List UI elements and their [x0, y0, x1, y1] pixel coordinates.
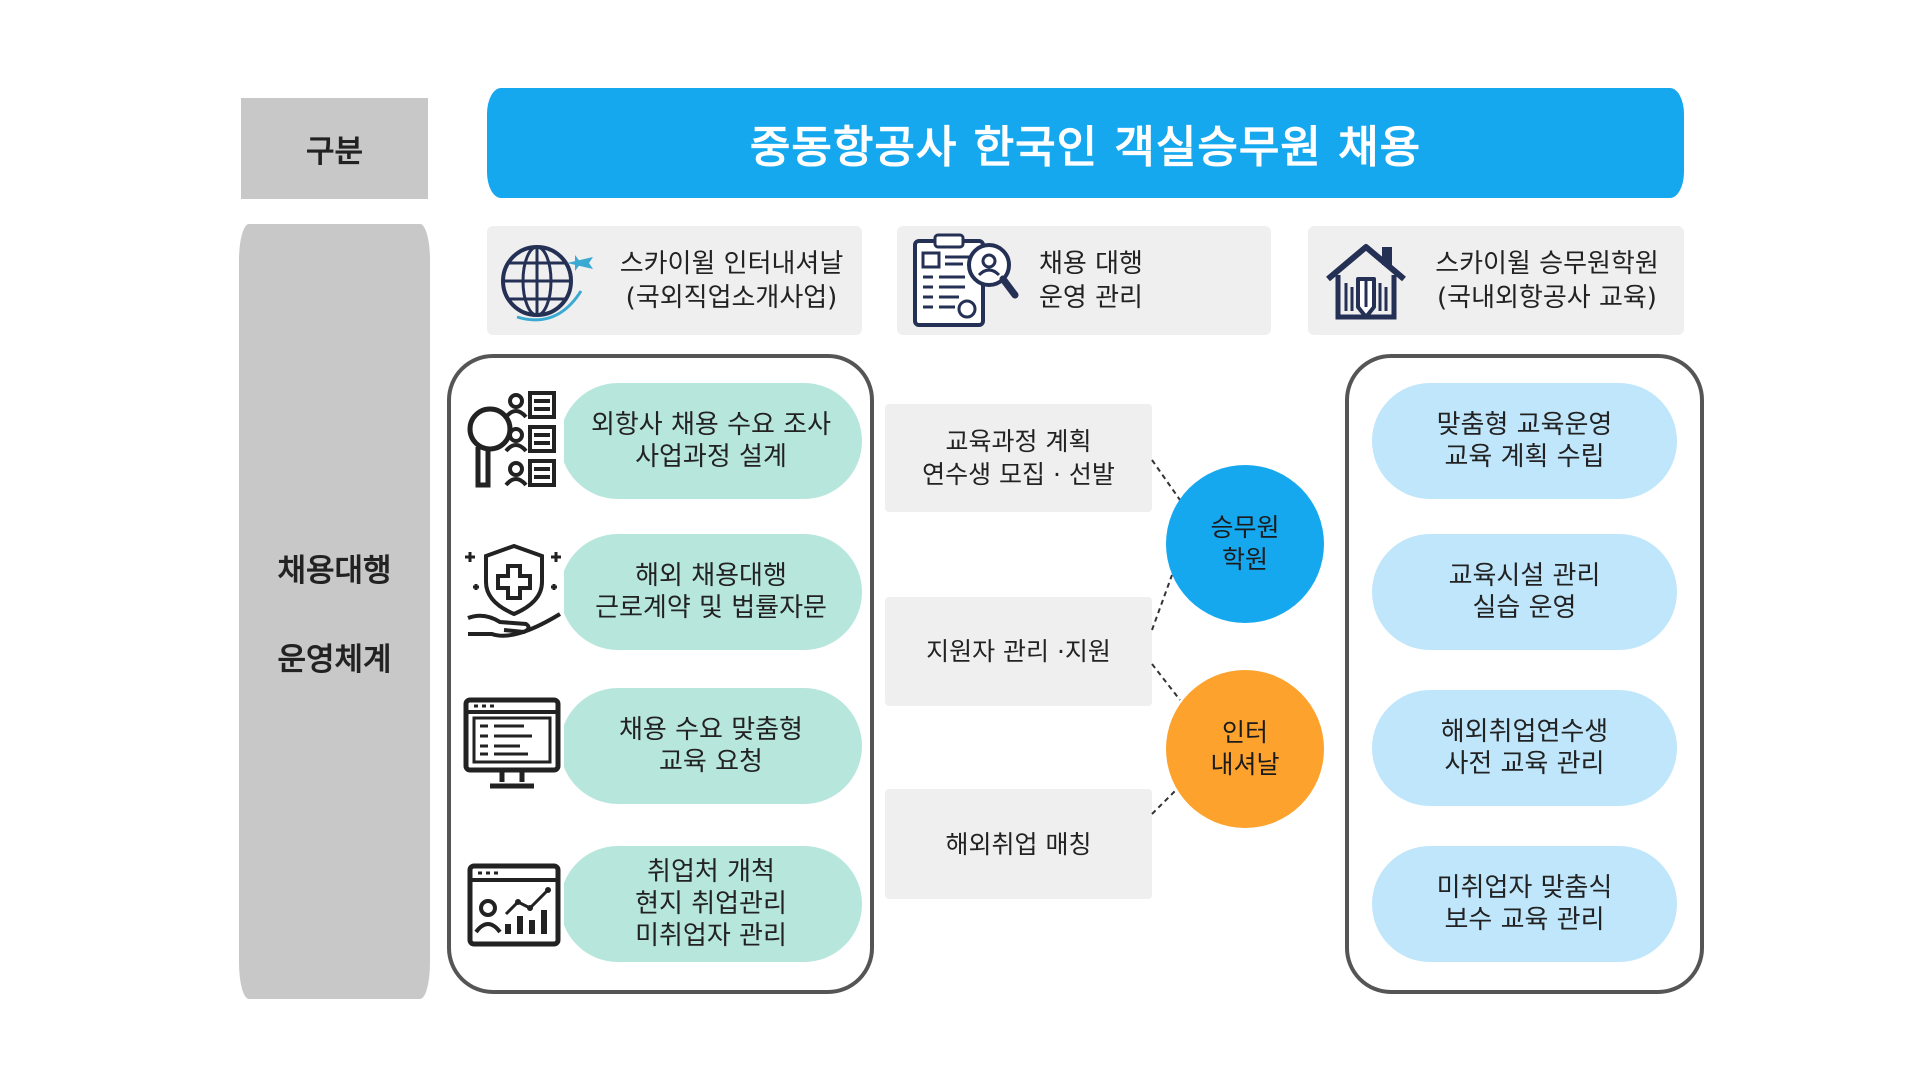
header-international-line1: 스카이윌 인터내셔날 [619, 248, 844, 279]
left-item-survey-line1: 외항사 채용 수요 조사 [590, 410, 832, 440]
connector-curriculum-academy [1151, 459, 1181, 501]
left-icon-slot-1 [464, 388, 564, 494]
international-circle: 인터 내셔날 [1166, 670, 1324, 828]
header-agency-line2: 운영 관리 [1039, 282, 1143, 313]
monitor-icon [463, 697, 561, 789]
right-item-planning-line1: 맞춤형 교육운영 [1436, 410, 1613, 440]
academy-circle-line2: 학원 [1221, 545, 1268, 574]
left-item-education-request-line2: 교육 요청 [659, 747, 763, 777]
middle-item-applicant: 지원자 관리 ·지원 [885, 597, 1152, 706]
left-item-agency: 해외 채용대행 근로계약 및 법률자문 [560, 534, 862, 650]
academy-circle-line1: 승무원 [1210, 513, 1280, 542]
side-label-line1: 채용대행 [277, 552, 392, 589]
side-label-line2: 운영체계 [277, 641, 392, 678]
side-label-column: 채용대행 운영체계 [239, 224, 430, 999]
header-academy-line1: 스카이윌 승무원학원 [1435, 248, 1659, 279]
house-pencil-icon [1326, 243, 1406, 319]
middle-item-curriculum-line1: 교육과정 계획 [945, 427, 1092, 456]
middle-item-curriculum-line2: 연수생 모집 · 선발 [922, 460, 1115, 489]
right-item-remedial-line1: 미취업자 맞춤식 [1436, 873, 1613, 903]
left-icon-slot-4 [464, 856, 564, 954]
right-item-planning: 맞춤형 교육운영 교육 계획 수립 [1372, 383, 1677, 499]
shield-hand-icon [465, 543, 562, 638]
people-search-icon [467, 391, 556, 488]
right-item-facility-line1: 교육시설 관리 [1448, 561, 1601, 591]
left-item-education-request-line1: 채용 수요 맞춤형 [619, 715, 803, 745]
right-item-facility-line2: 실습 운영 [1472, 593, 1577, 623]
connector-applicant-international [1151, 663, 1181, 701]
header-academy: 스카이윌 승무원학원 (국내외항공사 교육) [1308, 226, 1684, 335]
left-item-agency-line2: 근로계약 및 법률자문 [595, 593, 827, 623]
header-international-line2: (국외직업소개사업) [625, 282, 838, 313]
left-item-employment-line3: 미취업자 관리 [635, 921, 787, 951]
right-item-facility: 교육시설 관리 실습 운영 [1372, 534, 1677, 650]
middle-item-curriculum: 교육과정 계획 연수생 모집 · 선발 [885, 404, 1152, 512]
right-item-pretraining-line2: 사전 교육 관리 [1444, 749, 1605, 779]
international-circle-line2: 내셔날 [1210, 750, 1280, 779]
left-item-education-request: 채용 수요 맞춤형 교육 요청 [560, 688, 862, 804]
left-icon-slot-2 [464, 536, 564, 644]
clipboard-search-icon [913, 233, 1019, 327]
right-item-remedial-line2: 보수 교육 관리 [1444, 905, 1605, 935]
right-item-remedial: 미취업자 맞춤식 보수 교육 관리 [1372, 846, 1677, 962]
right-item-pretraining: 해외취업연수생 사전 교육 관리 [1372, 690, 1677, 806]
left-item-agency-line1: 해외 채용대행 [635, 561, 787, 591]
header-academy-line2: (국내외항공사 교육) [1437, 282, 1657, 313]
title-banner: 중동항공사 한국인 객실승무원 채용 [487, 88, 1684, 198]
left-item-employment: 취업처 개척 현지 취업관리 미취업자 관리 [560, 846, 862, 962]
category-label: 구분 [241, 98, 428, 199]
middle-item-matching-line1: 해외취업 매칭 [945, 829, 1092, 859]
left-item-employment-line1: 취업처 개척 [647, 857, 775, 887]
right-item-pretraining-line1: 해외취업연수생 [1440, 717, 1609, 747]
academy-circle: 승무원 학원 [1166, 465, 1324, 623]
middle-item-matching: 해외취업 매칭 [885, 789, 1152, 899]
middle-item-applicant-line1: 지원자 관리 ·지원 [926, 637, 1111, 666]
header-agency: 채용 대행 운영 관리 [897, 226, 1271, 335]
connector-matching-international [1151, 785, 1181, 815]
left-icon-slot-3 [460, 690, 564, 798]
header-international: 스카이윌 인터내셔날 (국외직업소개사업) [487, 226, 862, 335]
left-item-survey-line2: 사업과정 설계 [635, 442, 787, 472]
globe-airplane-icon [501, 244, 593, 321]
left-item-employment-line2: 현지 취업관리 [635, 889, 787, 919]
right-item-planning-line2: 교육 계획 수립 [1444, 442, 1605, 472]
connector-applicant-academy [1151, 574, 1173, 631]
left-item-survey: 외항사 채용 수요 조사 사업과정 설계 [560, 383, 862, 499]
analytics-window-icon [467, 863, 561, 947]
international-circle-line1: 인터 [1221, 718, 1268, 747]
header-agency-line1: 채용 대행 [1039, 248, 1143, 279]
